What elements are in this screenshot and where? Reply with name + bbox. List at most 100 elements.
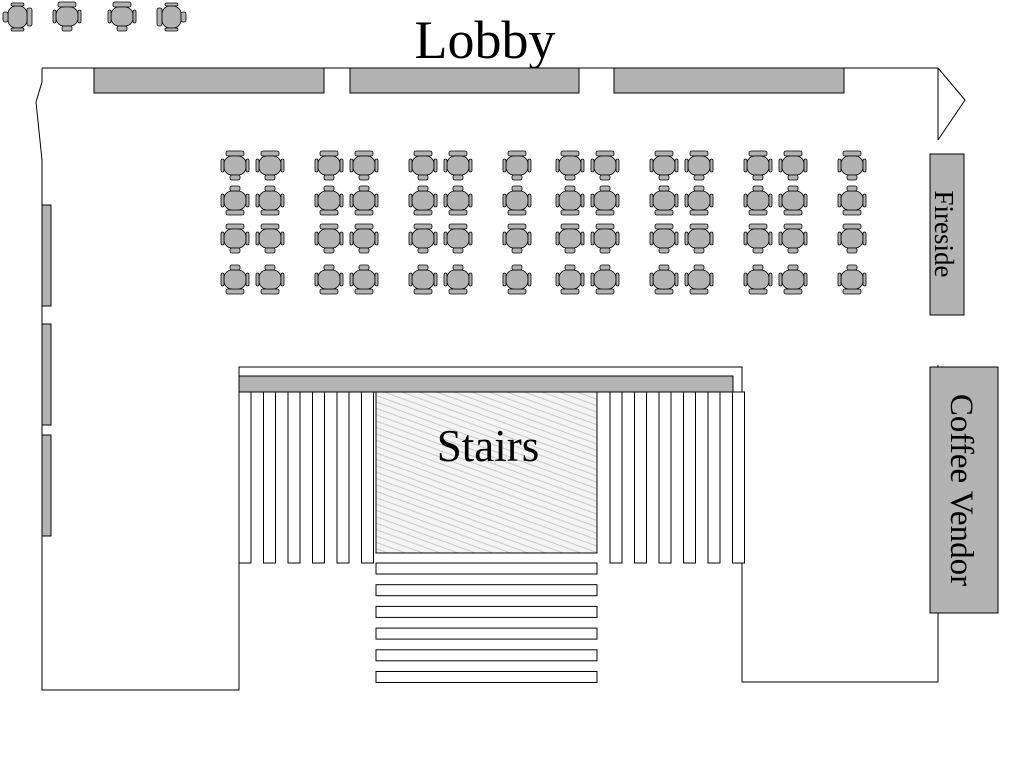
- chair: [502, 223, 532, 254]
- chair: [314, 223, 344, 254]
- coffee-vendor-label: Coffee Vendor: [943, 394, 979, 586]
- rail-slat: [658, 391, 672, 564]
- rail-slat: [361, 391, 374, 564]
- fireside: Fireside: [929, 153, 965, 316]
- chair: [649, 223, 679, 254]
- chair: [408, 264, 438, 295]
- stair-rails-right: [609, 391, 745, 564]
- stair-step: [375, 671, 598, 683]
- entry-doors: [35, 67, 966, 161]
- chair: [590, 264, 620, 295]
- chair: [349, 150, 379, 181]
- chair: [837, 185, 867, 216]
- chair: [555, 150, 585, 181]
- chair: [778, 264, 808, 295]
- stair-step: [375, 627, 598, 640]
- rail-slat: [263, 391, 276, 564]
- rail-slat: [336, 391, 350, 564]
- bench-1: [41, 204, 52, 307]
- chair: [443, 264, 473, 295]
- chair: [502, 150, 532, 181]
- chair: [314, 185, 344, 216]
- chair: [220, 150, 250, 181]
- lobby-title: Lobby: [415, 10, 556, 70]
- chair: [778, 150, 808, 181]
- stair-step: [375, 605, 598, 618]
- chair: [555, 223, 585, 254]
- chair: [314, 150, 344, 181]
- fireside-label: Fireside: [929, 191, 959, 278]
- chair: [443, 150, 473, 181]
- stairs-label: Stairs: [437, 421, 540, 471]
- chair: [649, 185, 679, 216]
- rail-slat: [634, 391, 647, 564]
- chair: [743, 150, 773, 181]
- counter-left: [93, 67, 325, 94]
- chair: [743, 223, 773, 254]
- left-wall-benches: [41, 204, 52, 537]
- stairwell: [375, 391, 598, 554]
- rail-slat: [238, 391, 252, 564]
- stair-step: [375, 584, 598, 597]
- rail-slat: [312, 391, 325, 564]
- rail-slat: [707, 391, 721, 564]
- chair-icon-right: [156, 2, 187, 32]
- chair: [590, 185, 620, 216]
- chair: [443, 185, 473, 216]
- chair: [590, 223, 620, 254]
- chair: [220, 223, 250, 254]
- chair: [408, 223, 438, 254]
- chair: [220, 264, 250, 295]
- stair-step: [375, 649, 598, 662]
- chair-icon-down: [2, 2, 33, 32]
- chair-icon-up: [52, 1, 82, 32]
- rail-slat: [609, 391, 623, 564]
- chair: [555, 264, 585, 295]
- stair-landing: [238, 375, 734, 393]
- chair: [837, 264, 867, 295]
- stair-step: [375, 562, 598, 575]
- chair: [408, 150, 438, 181]
- counter-right: [613, 67, 845, 94]
- chair: [684, 185, 714, 216]
- stairs: Stairs: [238, 375, 745, 683]
- chair: [349, 264, 379, 295]
- chair: [649, 264, 679, 295]
- coffee-vendor: Coffee Vendor: [929, 366, 999, 614]
- chair: [684, 264, 714, 295]
- chair: [443, 223, 473, 254]
- chair: [590, 150, 620, 181]
- chair-icon-left: [107, 1, 137, 32]
- chair: [649, 150, 679, 181]
- chair: [255, 185, 285, 216]
- chair: [255, 264, 285, 295]
- chair: [255, 223, 285, 254]
- rail-slat: [683, 391, 696, 564]
- counter-middle: [349, 67, 580, 94]
- chair: [837, 223, 867, 254]
- top-counters: [93, 67, 845, 94]
- chair: [408, 185, 438, 216]
- chair-legend: [2, 1, 187, 32]
- bench-3: [41, 434, 52, 537]
- stair-rails-left: [238, 391, 374, 564]
- chair: [502, 185, 532, 216]
- chair: [255, 150, 285, 181]
- seating-area: [220, 150, 867, 295]
- chair: [220, 185, 250, 216]
- chair: [684, 150, 714, 181]
- chair: [778, 223, 808, 254]
- rail-slat: [287, 391, 301, 564]
- chair: [778, 185, 808, 216]
- chair: [314, 264, 344, 295]
- chair: [837, 150, 867, 181]
- chair: [743, 185, 773, 216]
- chair: [743, 264, 773, 295]
- chair: [555, 185, 585, 216]
- stair-steps: [375, 562, 598, 683]
- chair: [349, 223, 379, 254]
- bench-2: [41, 323, 52, 426]
- rail-slat: [732, 391, 745, 564]
- chair: [502, 264, 532, 295]
